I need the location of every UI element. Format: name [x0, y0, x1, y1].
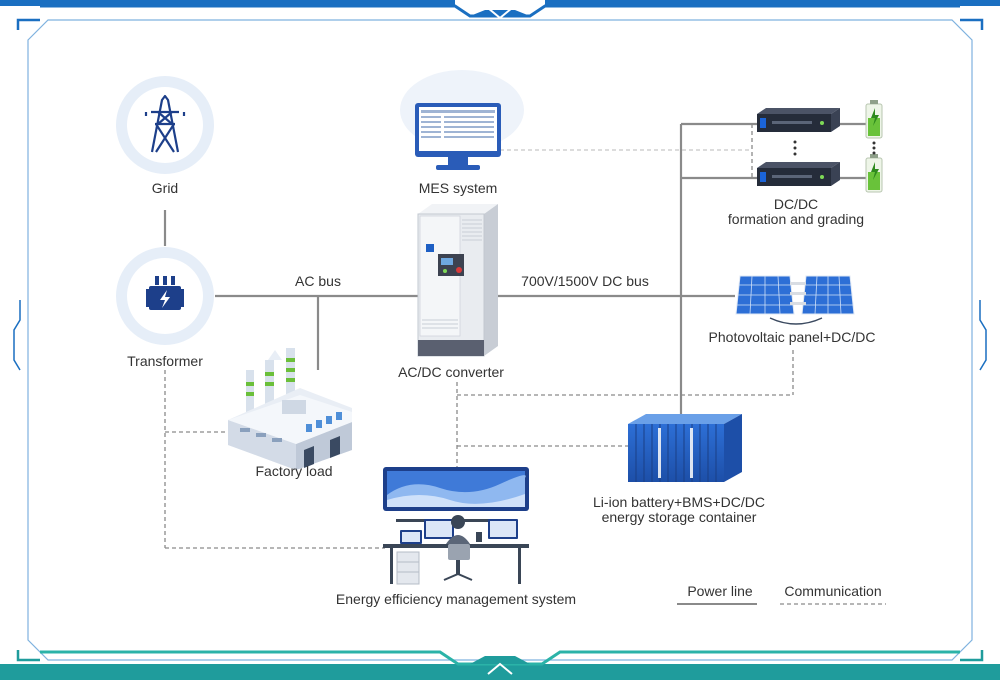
battery-container-icon [628, 414, 742, 482]
transformer-node [116, 247, 214, 345]
rack-unit-icon [757, 108, 840, 186]
transmission-tower-icon [144, 94, 186, 153]
battery-cell-icon [865, 100, 883, 193]
factory-icon [228, 348, 352, 470]
communication-lines [164, 124, 794, 549]
rack-unit-bottom [757, 162, 840, 186]
transformer-label: Transformer [127, 353, 203, 369]
frame-outline [13, 19, 987, 661]
dcdc-label-line1: DC/DC [773, 196, 819, 212]
solar-panel-icon [735, 275, 855, 325]
rack-unit-top [757, 108, 840, 132]
solar-panel-right [801, 275, 855, 315]
grid-label: Grid [151, 180, 179, 196]
transformer-icon [146, 276, 184, 310]
factory-load-label: Factory load [255, 463, 333, 479]
operator-desk-icon [383, 467, 529, 585]
pv-label: Photovoltaic panel+DC/DC [708, 329, 876, 345]
frame-bottom [0, 650, 1000, 680]
legend-communication-label: Communication [784, 583, 882, 599]
wall-display [383, 467, 529, 511]
battery-label-line1: Li-ion battery+BMS+DC/DC [593, 494, 765, 510]
mes-system-label: MES system [418, 180, 498, 196]
legend-power-line-label: Power line [687, 583, 753, 599]
cabinet-icon [417, 204, 498, 357]
dc-bus-label: 700V/1500V DC bus [521, 273, 649, 289]
grid-node [116, 76, 214, 174]
dcdc-label-line2: formation and grading [727, 211, 865, 227]
battery-label-line2: energy storage container [601, 509, 757, 525]
power-lines [163, 122, 866, 428]
ems-label: Energy efficiency management system [335, 591, 577, 607]
ac-bus-label: AC bus [295, 273, 341, 289]
solar-panel-left [735, 275, 795, 315]
acdc-converter-label: AC/DC converter [398, 364, 504, 380]
frame-top [0, 0, 1000, 30]
monitor-icon [400, 70, 524, 170]
